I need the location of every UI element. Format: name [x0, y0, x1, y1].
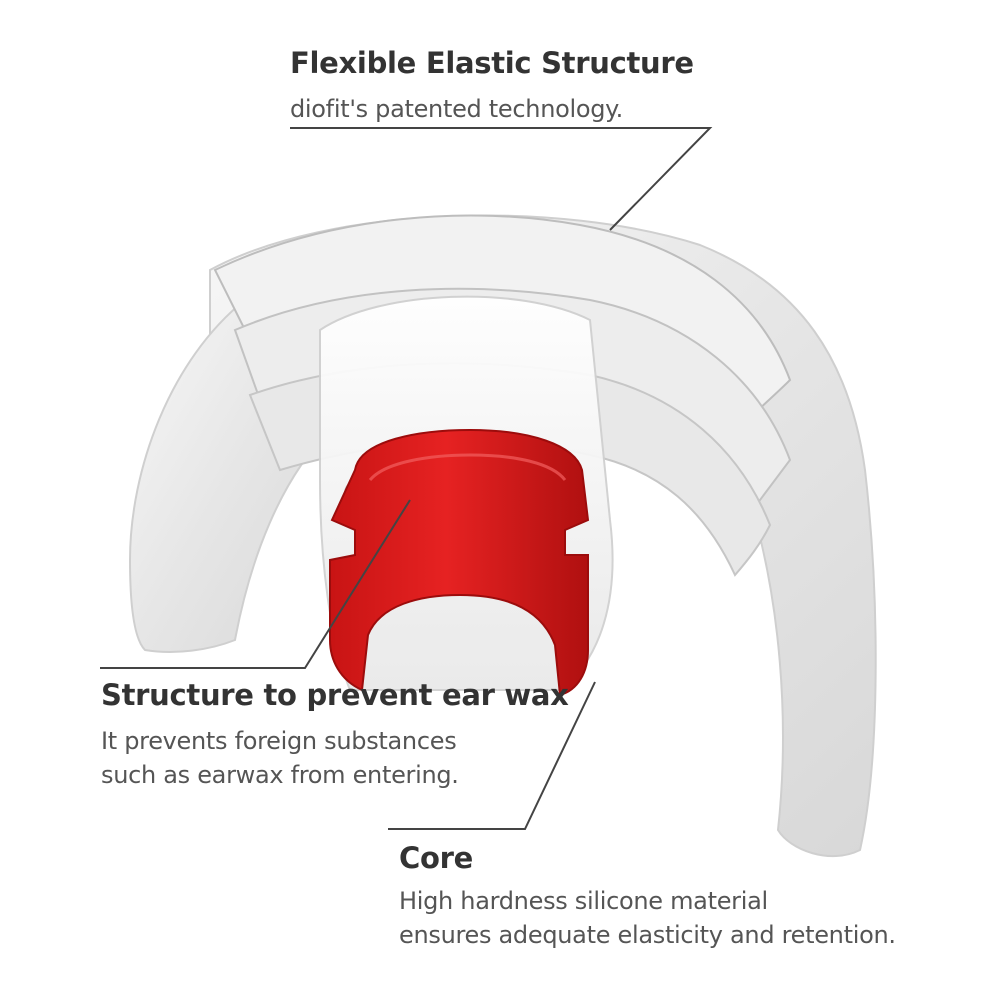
core-description-line1: High hardness silicone material — [399, 887, 768, 915]
leader-lines — [100, 127, 713, 830]
earwax-structure-description-line2: such as earwax from entering. — [101, 761, 459, 789]
core-description-line2: ensures adequate elasticity and retentio… — [399, 921, 896, 949]
red-core — [329, 428, 590, 697]
earwax-structure-title: Structure to prevent ear wax — [101, 678, 569, 712]
earwax-structure-description-line1: It prevents foreign substances — [101, 727, 457, 755]
flexible-structure-title: Flexible Elastic Structure — [290, 46, 694, 80]
leader-line-flexible — [290, 127, 713, 231]
leader-line-earwax — [100, 499, 411, 669]
leader-line-core — [388, 681, 596, 830]
flexible-structure-description: diofit's patented technology. — [290, 95, 623, 123]
core-title: Core — [399, 841, 473, 875]
